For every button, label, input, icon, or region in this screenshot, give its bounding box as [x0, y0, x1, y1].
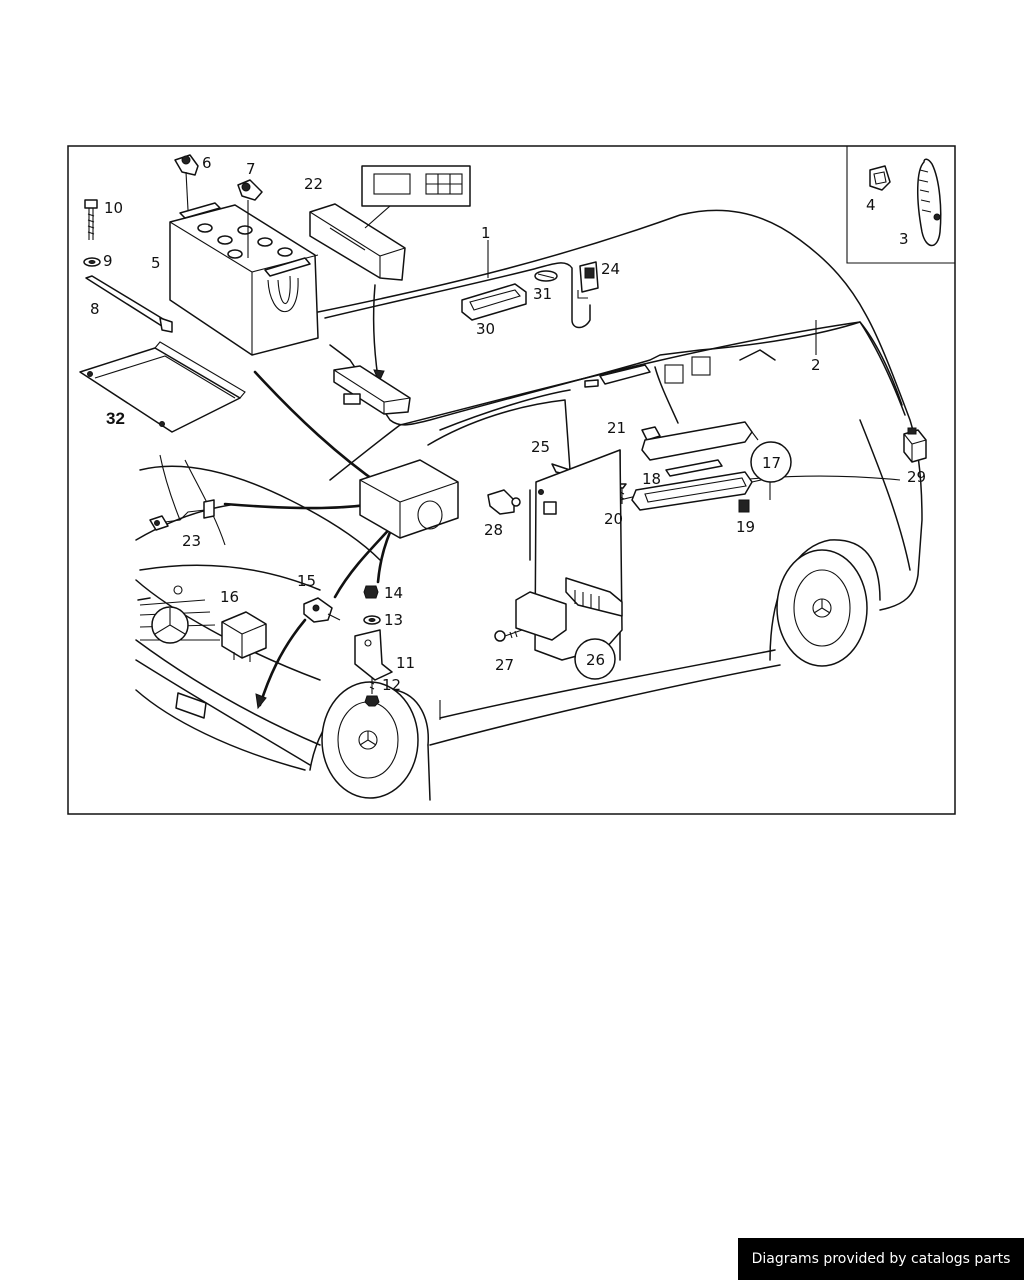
screw-part-27 [494, 629, 523, 642]
bolt-part-10 [84, 199, 98, 240]
callout-28: 28 [484, 521, 503, 539]
callout-15: 15 [297, 572, 316, 590]
callout-8: 8 [90, 300, 100, 318]
washer-part-13 [363, 615, 381, 625]
diagram-frame [67, 145, 956, 815]
bracket-part-11 [354, 629, 393, 681]
callout-31: 31 [533, 285, 552, 303]
wiring-harness-1 [324, 240, 591, 329]
callout-17: 17 [762, 454, 781, 472]
wiring-harness-2 [329, 320, 906, 426]
bolt-part-12 [364, 678, 380, 707]
callout-26: 26 [586, 651, 605, 669]
connector-part-15 [303, 597, 341, 623]
callout-23: 23 [182, 532, 201, 550]
terminal-clamp-part-7 [237, 179, 263, 258]
rear-wheel-star-icon [812, 598, 832, 618]
callout-32: 32 [106, 409, 125, 428]
callout-2: 2 [811, 356, 821, 374]
callout-12: 12 [382, 676, 401, 694]
callout-4: 4 [866, 196, 876, 214]
callout-27: 27 [495, 656, 514, 674]
callout-30: 30 [476, 320, 495, 338]
callout-14: 14 [384, 584, 403, 602]
clip-part-4 [869, 165, 891, 191]
callout-22: 22 [304, 175, 323, 193]
callout-3: 3 [899, 230, 909, 248]
callout-13: 13 [384, 611, 403, 629]
clip-part-19 [738, 499, 750, 513]
mercedes-star-icon [151, 606, 189, 644]
switch-part-24 [577, 261, 599, 299]
callout-9: 9 [103, 252, 113, 270]
battery-part-5 [169, 202, 319, 356]
callout-5: 5 [151, 254, 161, 272]
bulb-part-31 [534, 270, 558, 282]
callout-1: 1 [481, 224, 491, 242]
washer-part-9 [83, 257, 101, 267]
rear-wheel [776, 549, 868, 667]
callout-11: 11 [396, 654, 415, 672]
ground-strap-part-23 [149, 499, 215, 531]
callout-10: 10 [104, 199, 123, 217]
callout-29: 29 [907, 468, 926, 486]
van-outline [135, 209, 923, 801]
wheel-star-icon [358, 730, 378, 750]
callout-7: 7 [246, 160, 256, 178]
callout-24: 24 [601, 260, 620, 278]
callout-18: 18 [642, 470, 661, 488]
callout-20: 20 [604, 510, 623, 528]
connector-part-21 [641, 426, 661, 441]
callout-19: 19 [736, 518, 755, 536]
callout-6: 6 [202, 154, 212, 172]
control-unit-part-22 [309, 165, 471, 281]
relay-part-16 [221, 611, 267, 662]
battery-tray-part-32 [79, 341, 246, 433]
terminal-clamp-part-6 [174, 154, 199, 211]
callout-16: 16 [220, 588, 239, 606]
credit-banner: Diagrams provided by catalogs parts [738, 1238, 1024, 1280]
callout-circle-26 [574, 638, 616, 680]
cable-tie-part-3 [916, 158, 942, 247]
hold-down-strap-part-8 [85, 275, 173, 333]
callout-25: 25 [531, 438, 550, 456]
roof-lamp [584, 356, 711, 388]
inset-box [846, 146, 955, 264]
lamp-housing-part-30 [461, 283, 527, 321]
callout-circle-17 [750, 441, 792, 483]
installed-control-unit [333, 365, 411, 415]
interior-lamp-part-17 [631, 421, 771, 511]
front-wheel [321, 681, 419, 799]
switch-part-29 [903, 427, 927, 463]
callout-21: 21 [607, 419, 626, 437]
relay-box [359, 459, 459, 539]
nut-part-14 [363, 585, 379, 599]
step-lamp-part-26 [515, 449, 623, 661]
socket-part-28 [487, 489, 521, 515]
